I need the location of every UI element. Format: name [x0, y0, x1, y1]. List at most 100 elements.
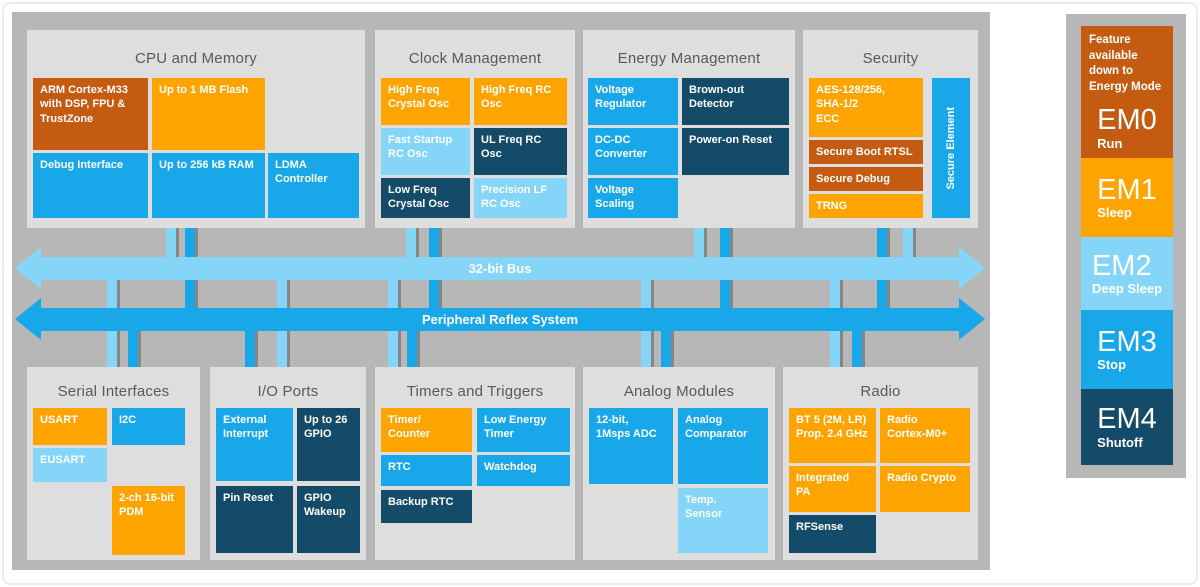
energy-mode-name: EM3 — [1097, 325, 1157, 358]
block-label: Pin Reset — [223, 492, 274, 504]
block-label: Integrated PA — [796, 472, 850, 499]
block-ldma: LDMA Controller — [268, 153, 359, 218]
block-label: I2C — [119, 414, 137, 426]
block-label: Power-on Reset — [689, 134, 773, 146]
block-arm: ARM Cortex-M33 with DSP, FPU & TrustZone — [33, 78, 148, 150]
block-aes: AES-128/256, SHA-1/2 ECC — [809, 78, 923, 137]
block-watchdog: Watchdog — [477, 455, 570, 486]
panel-security: Security AES-128/256, SHA-1/2 ECC Secure … — [803, 30, 978, 228]
bus-connector — [903, 228, 913, 273]
soc-block-diagram: CPU and Memory ARM Cortex-M33 with DSP, … — [12, 12, 990, 570]
block-label: Low Energy Timer — [484, 414, 547, 441]
block-pdm: 2-ch 16-bit PDM — [112, 486, 185, 555]
block-burtc: Backup RTC — [381, 490, 472, 523]
panel-title: Analog Modules — [623, 383, 735, 400]
block-label: Voltage Regulator — [595, 84, 647, 111]
block-label: High Freq RC Osc — [481, 84, 552, 111]
energy-mode-name: EM0 — [1097, 104, 1157, 137]
block-acmp: Analog Comparator — [678, 408, 768, 484]
block-label: RTC — [388, 461, 411, 473]
block-por: Power-on Reset — [682, 128, 789, 175]
block-rtc: RTC — [381, 455, 472, 486]
block-label: Radio Crypto — [887, 472, 957, 484]
panel-energy-management: Energy Management Voltage Regulator Brown… — [583, 30, 795, 228]
block-label: 12-bit, 1Msps ADC — [596, 414, 657, 441]
block-label: RFSense — [796, 521, 844, 533]
block-label: Secure Element — [944, 106, 957, 190]
panel-title: CPU and Memory — [134, 50, 257, 67]
block-label: ARM Cortex-M33 with DSP, FPU & TrustZone — [40, 84, 129, 125]
bus-label: Peripheral Reflex System — [421, 312, 579, 327]
panel-title: Timers and Triggers — [406, 383, 544, 400]
block-dcdc: DC-DC Converter — [588, 128, 678, 175]
panel-title: Radio — [860, 383, 901, 400]
energy-mode-name: EM2 — [1091, 249, 1152, 282]
block-trng: TRNG — [809, 194, 923, 218]
bus-connector — [406, 228, 416, 273]
bus-connector — [661, 312, 671, 367]
block-fsrco: Fast Startup RC Osc — [381, 128, 470, 175]
block-debug: Debug Interface — [33, 153, 148, 218]
block-label: Fast Startup RC Osc — [388, 134, 453, 161]
bus-peripheral-reflex-arrow: Peripheral Reflex System — [15, 298, 985, 340]
energy-mode-sub: Sleep — [1097, 205, 1132, 221]
block-label: Analog Comparator — [685, 414, 748, 441]
block-selement: Secure Element — [932, 78, 970, 218]
block-hfxo: High Freq Crystal Osc — [381, 78, 470, 125]
block-label: BT 5 (2M, LR) Prop. 2.4 GHz — [796, 414, 868, 441]
block-label: USART — [40, 414, 78, 426]
bus-connector — [128, 312, 138, 367]
panel-title: Clock Management — [408, 50, 542, 67]
block-ram: Up to 256 kB RAM — [152, 153, 265, 218]
block-label: Radio Cortex-M0+ — [887, 414, 948, 441]
block-label: Backup RTC — [388, 496, 454, 508]
panel-title: Security — [862, 50, 919, 67]
block-boot: Secure Boot RTSL — [809, 140, 923, 164]
block-label: LDMA Controller — [275, 159, 328, 186]
energy-mode-name: EM1 — [1097, 173, 1157, 206]
block-sdebug: Secure Debug — [809, 167, 923, 191]
panel-cpu-and-memory: CPU and Memory ARM Cortex-M33 with DSP, … — [27, 30, 365, 228]
block-pinreset: Pin Reset — [216, 486, 293, 553]
energy-mode-sub: Shutoff — [1097, 434, 1143, 450]
energy-mode-name: EM4 — [1097, 403, 1157, 436]
block-temp: Temp. Sensor — [678, 488, 768, 553]
block-label: Secure Debug — [816, 173, 890, 185]
block-hfrco: High Freq RC Osc — [474, 78, 567, 125]
energy-mode-header: Feature available down to Energy Mode — [1089, 34, 1162, 93]
block-label: TRNG — [816, 200, 848, 212]
block-label: Low Freq Crystal Osc — [388, 184, 450, 211]
block-label: High Freq Crystal Osc — [388, 84, 450, 111]
bus-connector — [694, 228, 704, 273]
panel-title: I/O Ports — [257, 383, 319, 400]
block-label: Up to 256 kB RAM — [159, 159, 254, 171]
panel-title: Serial Interfaces — [57, 383, 170, 400]
block-label: Temp. Sensor — [685, 494, 723, 521]
energy-mode-sub: Run — [1097, 135, 1123, 151]
block-label: Brown-out Detector — [689, 84, 744, 111]
bus-label: 32-bit Bus — [468, 261, 532, 276]
block-label: Precision LF RC Osc — [481, 184, 548, 211]
energy-mode-sub: Stop — [1097, 357, 1127, 373]
panel-title: Energy Management — [617, 50, 761, 67]
bus-connector — [407, 312, 417, 367]
bus-32bit-arrow: 32-bit Bus — [15, 247, 985, 289]
block-label: DC-DC Converter — [595, 134, 647, 161]
energy-mode-sub: Deep Sleep — [1091, 281, 1163, 297]
bus-connector — [166, 228, 176, 273]
block-eusart: EUSART — [33, 448, 107, 482]
block-vreg: Voltage Regulator — [588, 78, 678, 125]
